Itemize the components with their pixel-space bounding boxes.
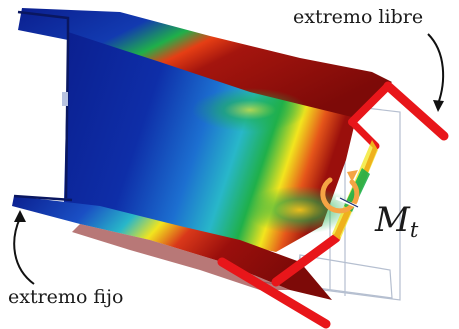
fixed-end-arrowhead <box>14 210 26 222</box>
web-stress-spot-lower <box>245 186 355 234</box>
bottom-flange <box>12 196 332 300</box>
fixed-end-pointer-arrow <box>13 217 35 285</box>
fixed-end-label: extremo fijo <box>8 286 124 308</box>
top-flange <box>18 8 392 120</box>
fixed-end-edge <box>13 10 73 202</box>
torque-label: Mt <box>375 200 418 242</box>
web-stress-spot-upper <box>192 88 308 132</box>
torque-symbol: M <box>375 200 410 240</box>
fixed-support-mark <box>62 92 68 106</box>
free-end-label: extremo libre <box>293 6 424 28</box>
circular-arrow-icon <box>320 170 360 214</box>
free-end-arrowhead <box>433 100 444 112</box>
torque-subscript: t <box>409 218 419 242</box>
curved-arrow-icon <box>427 33 445 105</box>
